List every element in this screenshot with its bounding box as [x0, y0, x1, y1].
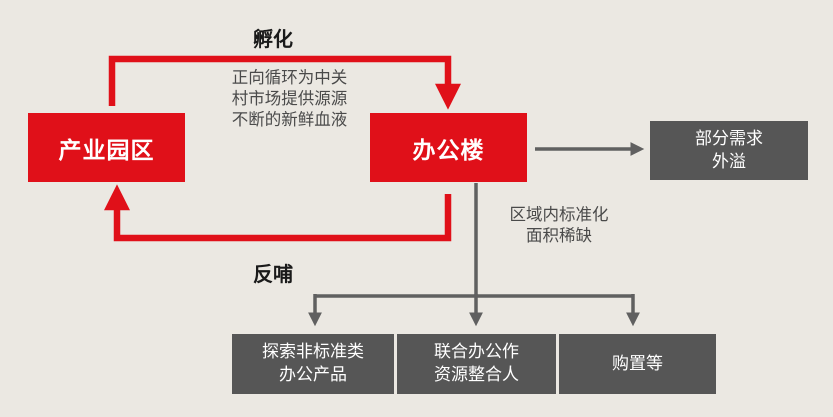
industrial-park-node: 产业园区	[28, 113, 185, 182]
coworking-integrator-node: 联合办公作 资源整合人	[397, 334, 556, 394]
incubation-note: 正向循环为中关 村市场提供源源 不断的新鲜血液	[231, 68, 348, 129]
feedback-label: 反哺	[253, 262, 293, 286]
incubation-label: 孵化	[253, 27, 293, 51]
feedback-arrow	[104, 184, 452, 242]
partial-demand-overflow-node: 部分需求 外溢	[650, 121, 808, 180]
purchase-node: 购置等	[559, 334, 716, 394]
standardization-note: 区域内标准化 面积稀缺	[509, 205, 609, 245]
office-building-node: 办公楼	[370, 113, 527, 182]
nonstandard-office-products-node: 探索非标准类 办公产品	[232, 334, 394, 394]
incubation-arrow	[108, 55, 461, 110]
